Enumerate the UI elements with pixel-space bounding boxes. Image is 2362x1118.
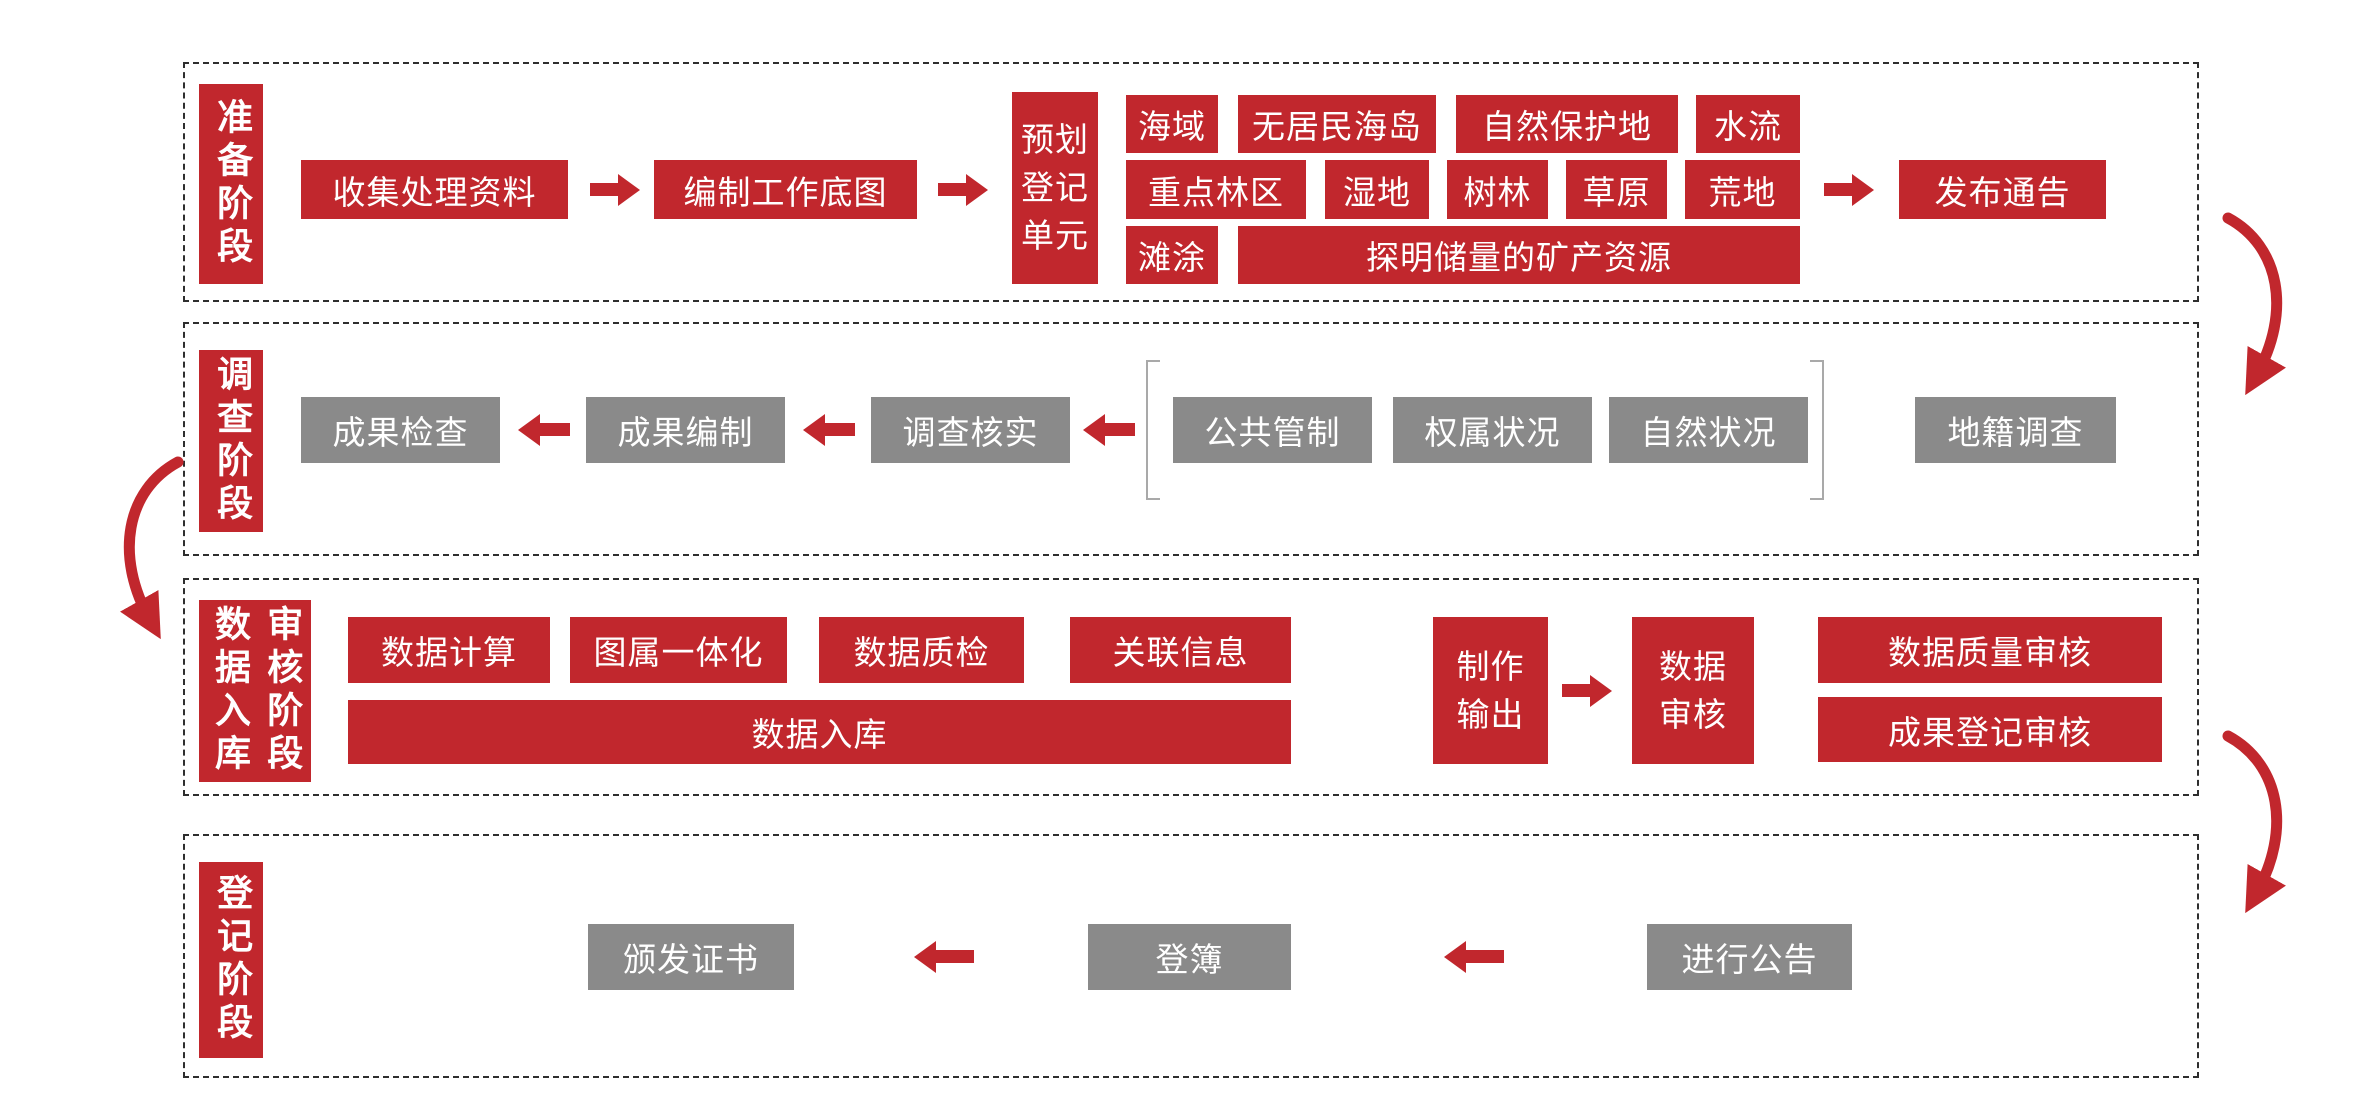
box-wasteland: 荒地 <box>1685 160 1800 219</box>
box-register-book: 登簿 <box>1088 924 1291 990</box>
box-collect-materials: 收集处理资料 <box>301 160 568 219</box>
box-related-info: 关联信息 <box>1070 617 1291 683</box>
box-water-flow: 水流 <box>1696 95 1800 153</box>
box-uninhabited-islands: 无居民海岛 <box>1238 95 1436 153</box>
box-data-storage: 数据入库 <box>348 700 1291 764</box>
stage-2-panel <box>183 322 2199 556</box>
box-data-quality-review: 数据质量审核 <box>1818 617 2162 683</box>
box-public-control: 公共管制 <box>1173 397 1372 463</box>
bracket-left-icon <box>1146 360 1160 500</box>
arrow-right-icon <box>1824 183 1852 196</box>
box-natural-status: 自然状况 <box>1609 397 1808 463</box>
box-pre-registration-unit: 预划 登记 单元 <box>1012 92 1098 284</box>
arrow-right-icon <box>938 183 966 196</box>
box-announcement: 进行公告 <box>1647 924 1852 990</box>
box-trees: 树林 <box>1447 160 1548 219</box>
curved-arrow-icon <box>120 456 184 640</box>
stage-1-label: 准备阶段 <box>199 84 263 284</box>
stage-3-label: 数据入库 审核阶段 <box>199 600 311 782</box>
arrow-left-icon <box>540 423 570 436</box>
box-key-forest-areas: 重点林区 <box>1126 160 1306 219</box>
box-survey-verify: 调查核实 <box>871 397 1070 463</box>
box-grassland: 草原 <box>1566 160 1667 219</box>
box-result-registration-review: 成果登记审核 <box>1818 697 2162 762</box>
box-map-attribute-integration: 图属一体化 <box>570 617 787 683</box>
stage-4-label: 登记阶段 <box>199 862 263 1058</box>
box-ownership-status: 权属状况 <box>1393 397 1592 463</box>
box-issue-certificate: 颁发证书 <box>588 924 794 990</box>
arrow-left-icon <box>825 423 855 436</box>
arrow-left-icon <box>1105 423 1135 436</box>
arrow-right-icon <box>590 183 618 196</box>
box-results-compile: 成果编制 <box>586 397 785 463</box>
box-sea-area: 海域 <box>1126 95 1218 153</box>
box-working-basemap: 编制工作底图 <box>654 160 917 219</box>
box-produce-output: 制作 输出 <box>1433 617 1548 764</box>
bracket-right-icon <box>1810 360 1824 500</box>
arrow-left-icon <box>1466 950 1504 963</box>
arrow-right-icon <box>1562 684 1590 697</box>
curved-arrow-icon <box>2222 212 2286 396</box>
box-proven-minerals: 探明储量的矿产资源 <box>1238 226 1800 284</box>
stage-1-panel <box>183 62 2199 302</box>
box-cadastral-survey: 地籍调查 <box>1915 397 2116 463</box>
stage-3-panel <box>183 578 2199 796</box>
box-results-check: 成果检查 <box>301 397 500 463</box>
curved-arrow-icon <box>2222 730 2286 914</box>
stage-2-label: 调查阶段 <box>199 350 263 532</box>
box-wetland: 湿地 <box>1325 160 1429 219</box>
box-data-quality-check: 数据质检 <box>819 617 1024 683</box>
box-tidal-flats: 滩涂 <box>1126 226 1218 284</box>
box-nature-reserves: 自然保护地 <box>1456 95 1678 153</box>
box-data-review: 数据 审核 <box>1632 617 1754 764</box>
stage-4-panel <box>183 834 2199 1078</box>
box-issue-notice: 发布通告 <box>1899 160 2106 219</box>
box-data-calculation: 数据计算 <box>348 617 550 683</box>
arrow-left-icon <box>936 950 974 963</box>
